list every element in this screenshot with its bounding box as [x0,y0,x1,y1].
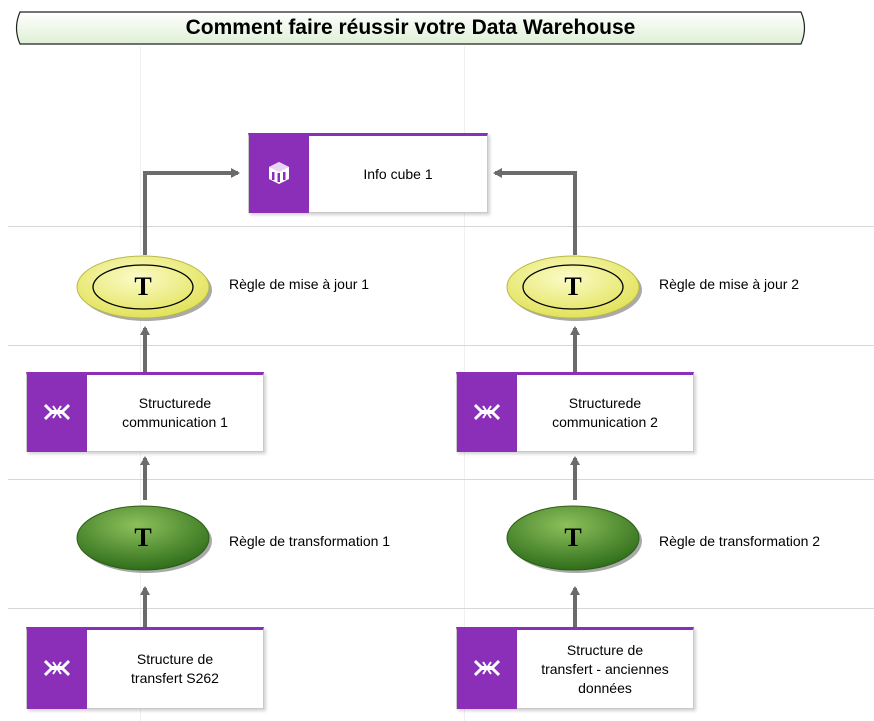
title-banner: Comment faire réussir votre Data Warehou… [12,11,809,45]
update-rule-2-label: Règle de mise à jour 2 [659,276,800,292]
lane-separator [8,226,874,227]
transform-rule-1-node[interactable]: T [74,503,214,575]
transform-rule-2-node[interactable]: T [504,503,644,575]
diagram-title: Comment faire réussir votre Data Warehou… [185,16,636,39]
update-rule-1-node[interactable]: T [74,253,214,323]
rule-letter: T [134,272,152,301]
transfer-structure-1-label: Structure de transfert S262 [131,651,219,686]
structure-icon [27,372,87,452]
transform-rule-2-label: Règle de transformation 2 [659,533,821,549]
structure-icon [457,372,517,452]
structure-icon [457,627,517,709]
lane-separator [8,608,874,609]
rule-letter: T [134,523,152,552]
rule-letter: T [564,272,582,301]
title-banner-shape [15,11,806,45]
info-cube-node[interactable]: Info cube 1 [248,133,488,213]
transfer-structure-2-label: Structure de transfert - anciennes donné… [541,641,669,696]
transfer-structure-1-node[interactable]: Structure de transfert S262 [26,627,264,709]
comm-structure-1-label: Structurede communication 1 [122,395,228,430]
connector-update2-to-cube [493,168,577,255]
comm-structure-1-node[interactable]: Structurede communication 1 [26,372,264,452]
transfer-structure-2-node[interactable]: Structure de transfert - anciennes donné… [456,627,694,709]
lane-separator [8,479,874,480]
info-cube-label: Info cube 1 [363,165,433,182]
lane-separator [8,345,874,346]
update-rule-1-label: Règle de mise à jour 1 [229,276,370,292]
connector-update1-to-cube [143,168,240,255]
comm-structure-2-label: Structurede communication 2 [552,395,658,430]
transform-rule-1-label: Règle de transformation 1 [229,533,391,549]
structure-icon [27,627,87,709]
cube-icon [249,133,309,213]
comm-structure-2-node[interactable]: Structurede communication 2 [456,372,694,452]
rule-letter: T [564,523,582,552]
update-rule-2-node[interactable]: T [504,253,644,323]
